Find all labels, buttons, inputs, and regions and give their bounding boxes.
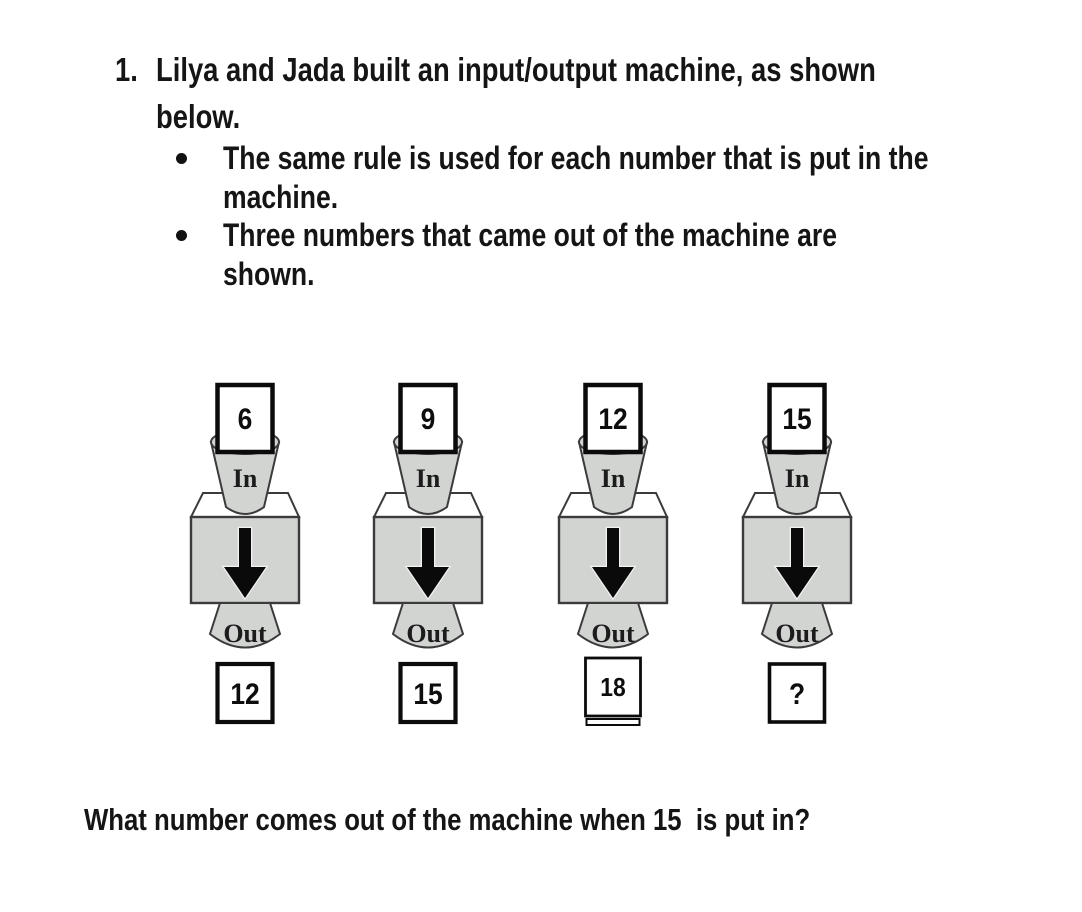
- output-card-underline: [585, 718, 641, 726]
- input-value: 15: [782, 401, 811, 435]
- out-label: Out: [591, 619, 635, 648]
- question-text: What number comes out of the machine whe…: [84, 802, 811, 837]
- out-funnel: [391, 602, 465, 649]
- in-funnel: [392, 441, 464, 515]
- output-value: 12: [230, 676, 259, 710]
- input-card: [767, 382, 827, 455]
- output-card: [767, 662, 827, 724]
- out-funnel: [760, 602, 834, 649]
- down-arrow-icon: [589, 526, 637, 601]
- problem-number: 1.: [115, 46, 143, 93]
- in-funnel: [209, 441, 281, 515]
- input-value: 12: [598, 401, 627, 435]
- out-funnel: [208, 602, 282, 649]
- output-card: [398, 661, 458, 725]
- out-funnel: [576, 602, 650, 649]
- input-card: [583, 382, 643, 455]
- io-machine-diagram: In 6 Out 12: [189, 382, 301, 725]
- output-card: [584, 656, 642, 718]
- bullet-2-line-1: Three numbers that came out of the machi…: [223, 217, 837, 253]
- input-card: [215, 382, 275, 455]
- bullet-item: The same rule is used for each number th…: [223, 139, 1073, 217]
- down-arrow-icon: [404, 526, 452, 601]
- output-value: 18: [600, 674, 625, 703]
- in-label: In: [416, 464, 441, 493]
- down-arrow-icon: [773, 526, 821, 601]
- bullet-2-line-2: shown.: [223, 256, 315, 292]
- bullet-item: Three numbers that came out of the machi…: [223, 216, 963, 294]
- in-funnel: [761, 441, 833, 515]
- io-machine-diagram: In 9 Out 15: [372, 382, 484, 725]
- bullet-icon: [176, 153, 187, 164]
- title-line-1: Lilya and Jada built an input/output mac…: [156, 51, 876, 88]
- input-card: [398, 382, 458, 455]
- output-value: 15: [413, 676, 442, 710]
- down-arrow-icon: [221, 526, 269, 601]
- input-value: 6: [238, 401, 253, 435]
- output-value: ?: [789, 676, 805, 710]
- problem-number-text: 1.: [115, 51, 138, 88]
- problem-title: Lilya and Jada built an input/output mac…: [156, 46, 1023, 140]
- in-label: In: [785, 464, 810, 493]
- in-label: In: [601, 464, 626, 493]
- in-label: In: [233, 464, 258, 493]
- input-value: 9: [421, 401, 436, 435]
- io-machine-diagram: In 15 Out ?: [741, 382, 853, 724]
- bullet-icon: [176, 230, 187, 241]
- in-funnel: [577, 441, 649, 515]
- io-machine-diagram: In 12 Out 18: [557, 382, 669, 726]
- out-label: Out: [406, 619, 450, 648]
- output-card: [215, 661, 275, 725]
- out-label: Out: [775, 619, 819, 648]
- out-label: Out: [223, 619, 267, 648]
- bullet-1-line-2: machine.: [223, 179, 339, 215]
- bullet-1-line-1: The same rule is used for each number th…: [223, 140, 929, 176]
- title-line-2: below.: [156, 98, 241, 135]
